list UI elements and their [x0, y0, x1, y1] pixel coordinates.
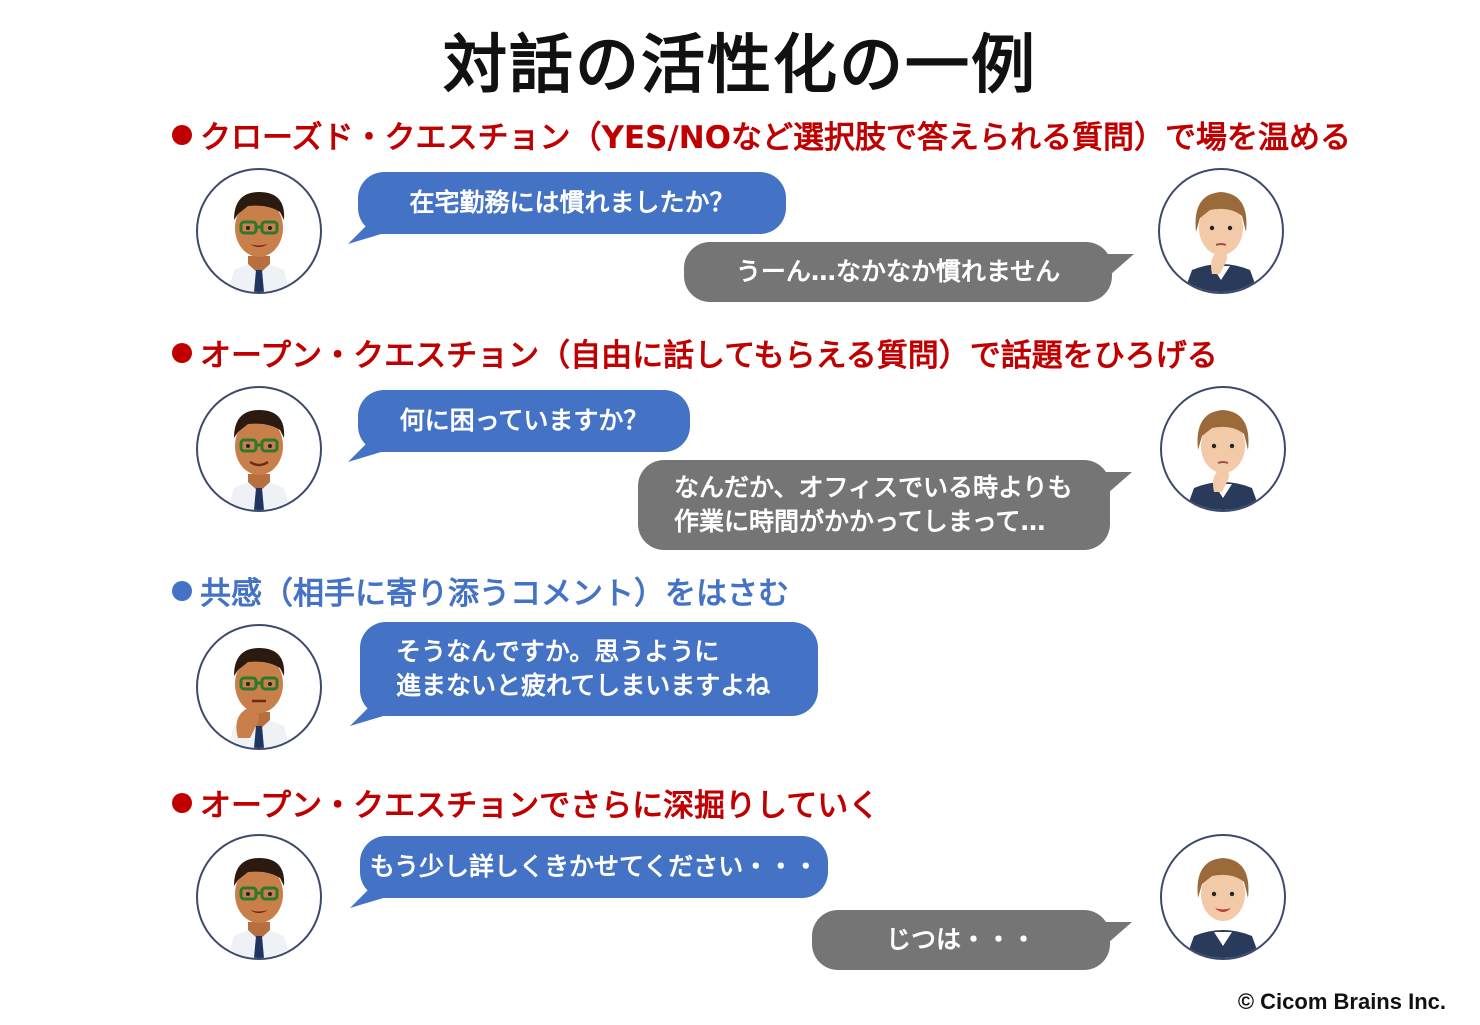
bullet-icon [172, 342, 192, 363]
woman-avatar-icon [1160, 834, 1286, 960]
man-avatar-icon [196, 834, 322, 960]
section-heading-empathy: 共感（相手に寄り添うコメント）をはさむ [172, 568, 789, 613]
man-with-glasses-icon [228, 410, 290, 510]
bubble-text: そうなんですか。思うように 進まないと疲れてしまいますよね [396, 637, 771, 700]
man-speech-bubble: 在宅勤務には慣れましたか？ [348, 172, 786, 244]
bullet-icon [172, 580, 192, 601]
man-thinking-icon [228, 648, 290, 748]
man-avatar-icon [196, 624, 322, 750]
section-heading-text: 共感（相手に寄り添うコメント）をはさむ [200, 576, 789, 612]
section-heading-deep-dive: オープン・クエスチョンでさらに深掘りしていく [172, 780, 879, 825]
section-heading-text: オープン・クエスチョンでさらに深掘りしていく [200, 788, 880, 824]
man-speech-bubble: 何に困っていますか？ [348, 390, 690, 462]
man-avatar-icon [196, 386, 322, 512]
bubble-text: じつは・・・ [885, 925, 1036, 954]
bubble-text: もう少し詳しくきかせてください・・・ [369, 852, 819, 881]
bubble-text: 何に困っていますか？ [399, 406, 649, 435]
section-heading-text: オープン・クエスチョン（自由に話してもらえる質問）で話題をひろげる [200, 338, 1218, 374]
copyright-text: © Cicom Brains Inc. [1237, 989, 1446, 1014]
woman-speech-bubble: なんだか、オフィスでいる時よりも 作業に時間がかかってしまって… [638, 460, 1132, 550]
man-with-glasses-icon [228, 192, 290, 292]
woman-avatar-icon [1160, 386, 1286, 512]
woman-thinking-icon [1184, 192, 1258, 292]
page-title: 対話の活性化の一例 [443, 29, 1037, 103]
bubble-text: 在宅勤務には慣れましたか？ [409, 188, 735, 217]
woman-smiling-icon [1186, 858, 1260, 958]
bubble-text: なんだか、オフィスでいる時よりも 作業に時間がかかってしまって… [674, 473, 1073, 536]
man-speech-bubble: そうなんですか。思うように 進まないと疲れてしまいますよね [350, 622, 818, 726]
section-heading-closed-question: クローズド・クエスチョン（YES/NOなど選択肢で答えられる質問）で場を温める [172, 112, 1351, 157]
man-avatar-icon [196, 168, 322, 294]
man-with-glasses-icon [228, 858, 290, 958]
woman-avatar-icon [1158, 168, 1284, 294]
man-speech-bubble: もう少し詳しくきかせてください・・・ [350, 836, 828, 908]
woman-speech-bubble: うーん…なかなか慣れません [684, 242, 1134, 302]
section-heading-open-question: オープン・クエスチョン（自由に話してもらえる質問）で話題をひろげる [172, 330, 1218, 375]
bullet-icon [172, 124, 192, 145]
woman-speech-bubble: じつは・・・ [812, 910, 1132, 970]
section-heading-text: クローズド・クエスチョン（YES/NOなど選択肢で答えられる質問）で場を温める [200, 120, 1352, 156]
bullet-icon [172, 792, 192, 813]
woman-thinking-icon [1186, 410, 1260, 510]
bubble-text: うーん…なかなか慣れません [735, 257, 1061, 286]
